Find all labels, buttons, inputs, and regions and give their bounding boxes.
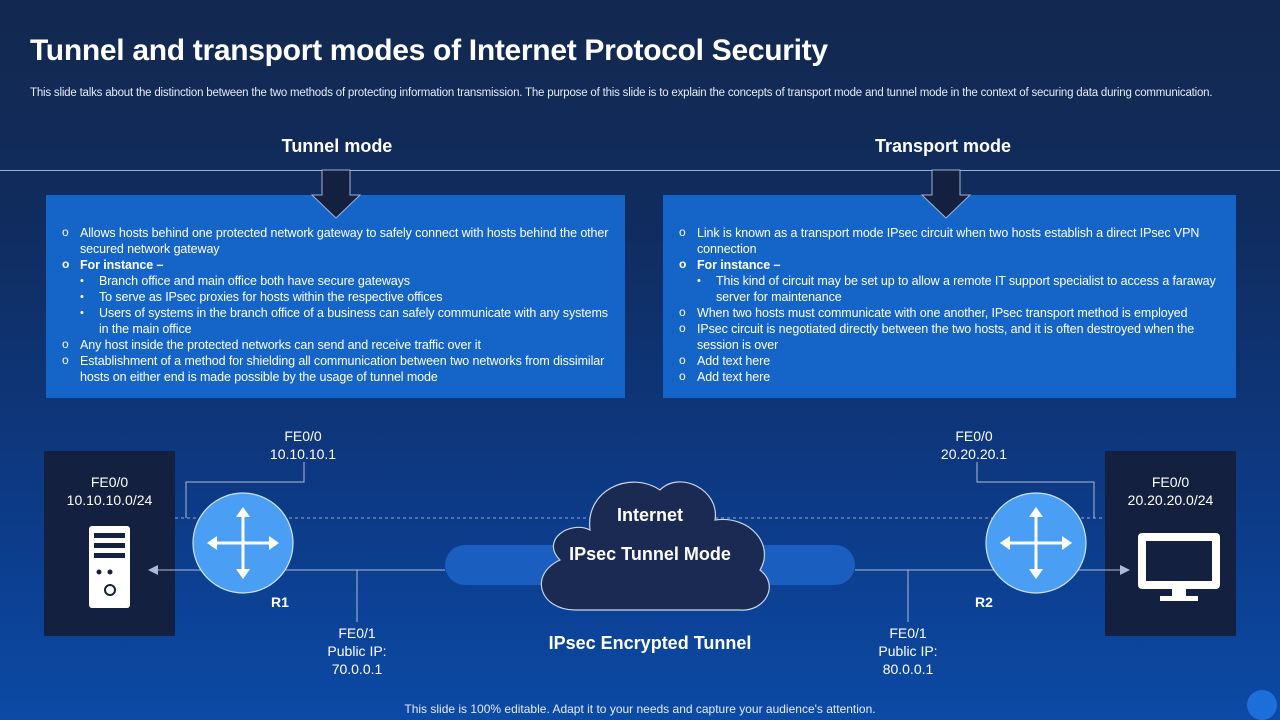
r1-public-ip-label: Public IP: bbox=[327, 643, 387, 659]
transport-mode-list-item: Add text here bbox=[679, 352, 1220, 369]
left-host-iface: FE0/0 bbox=[90, 474, 129, 490]
slide-subtitle: This slide talks about the distinction b… bbox=[30, 87, 1213, 99]
r2-top-iface: FE0/0 bbox=[955, 428, 993, 444]
left-host-network: 10.10.10.0/24 bbox=[66, 492, 153, 508]
footer-note: This slide is 100% editable. Adapt it to… bbox=[404, 702, 876, 716]
transport-mode-heading: Transport mode bbox=[874, 136, 1012, 156]
tunnel-mode-list-item: For instance – bbox=[62, 256, 609, 273]
router-r1-icon bbox=[192, 492, 294, 594]
r2-bottom-iface: FE0/1 bbox=[889, 625, 927, 641]
r2-top-callout-line bbox=[976, 462, 1095, 518]
r1-bottom-iface: FE0/1 bbox=[338, 625, 376, 641]
tunnel-mode-list: Allows hosts behind one protected networ… bbox=[62, 224, 609, 385]
tunnel-mode-heading: Tunnel mode bbox=[281, 136, 393, 156]
tunnel-mode-panel: Allows hosts behind one protected networ… bbox=[46, 195, 625, 398]
tunnel-mode-list-item: Establishment of a method for shielding … bbox=[62, 352, 609, 385]
tunnel-mode-list-item: Any host inside the protected networks c… bbox=[62, 336, 609, 353]
tunnel-mode-list-item: To serve as IPsec proxies for hosts with… bbox=[62, 289, 609, 305]
r1-public-ip: 70.0.0.1 bbox=[331, 661, 383, 677]
r2-public-ip-label: Public IP: bbox=[878, 643, 938, 659]
right-arrowhead-icon bbox=[1120, 565, 1130, 575]
server-icon bbox=[89, 526, 130, 608]
slide-title: Tunnel and transport modes of Internet P… bbox=[30, 34, 828, 67]
transport-mode-list: Link is known as a transport mode IPsec … bbox=[679, 224, 1220, 385]
r1-top-ip: 10.10.10.1 bbox=[269, 446, 337, 462]
router-r2-icon bbox=[985, 492, 1087, 594]
r2-top-ip: 20.20.20.1 bbox=[940, 446, 1008, 462]
r2-public-ip: 80.0.0.1 bbox=[882, 661, 934, 677]
transport-mode-list-item: Link is known as a transport mode IPsec … bbox=[679, 224, 1220, 257]
transport-mode-list-item: When two hosts must communicate with one… bbox=[679, 304, 1220, 321]
header-divider bbox=[0, 170, 1280, 171]
transport-mode-list-item: This kind of circuit may be set up to al… bbox=[679, 273, 1220, 305]
transport-mode-panel: Link is known as a transport mode IPsec … bbox=[663, 195, 1236, 398]
transport-mode-list-item: Add text here bbox=[679, 368, 1220, 385]
transport-mode-list-item: IPsec circuit is negotiated directly bet… bbox=[679, 320, 1220, 353]
transport-mode-list-item: For instance – bbox=[679, 256, 1220, 273]
right-host-network: 20.20.20.0/24 bbox=[1127, 492, 1214, 508]
monitor-icon bbox=[1138, 533, 1220, 601]
tunnel-arrow-down-icon bbox=[310, 169, 362, 219]
ipsec-tunnel-mode-label: IPsec Tunnel Mode bbox=[569, 544, 731, 564]
r1-label: R1 bbox=[271, 594, 289, 610]
r2-label: R2 bbox=[975, 594, 993, 610]
tunnel-mode-list-item: Users of systems in the branch office of… bbox=[62, 305, 609, 337]
corner-decoration bbox=[1247, 690, 1277, 720]
r1-top-iface: FE0/0 bbox=[284, 428, 322, 444]
internet-label: Internet bbox=[616, 505, 683, 525]
left-arrowhead-icon bbox=[148, 565, 158, 575]
right-host-iface: FE0/0 bbox=[1151, 474, 1190, 490]
r1-top-callout-line bbox=[185, 462, 305, 518]
transport-arrow-down-icon bbox=[920, 169, 972, 219]
ipsec-encrypted-tunnel-label: IPsec Encrypted Tunnel bbox=[548, 633, 752, 653]
tunnel-mode-list-item: Allows hosts behind one protected networ… bbox=[62, 224, 609, 257]
internet-cloud-icon bbox=[540, 481, 770, 611]
tunnel-mode-list-item: Branch office and main office both have … bbox=[62, 273, 609, 289]
